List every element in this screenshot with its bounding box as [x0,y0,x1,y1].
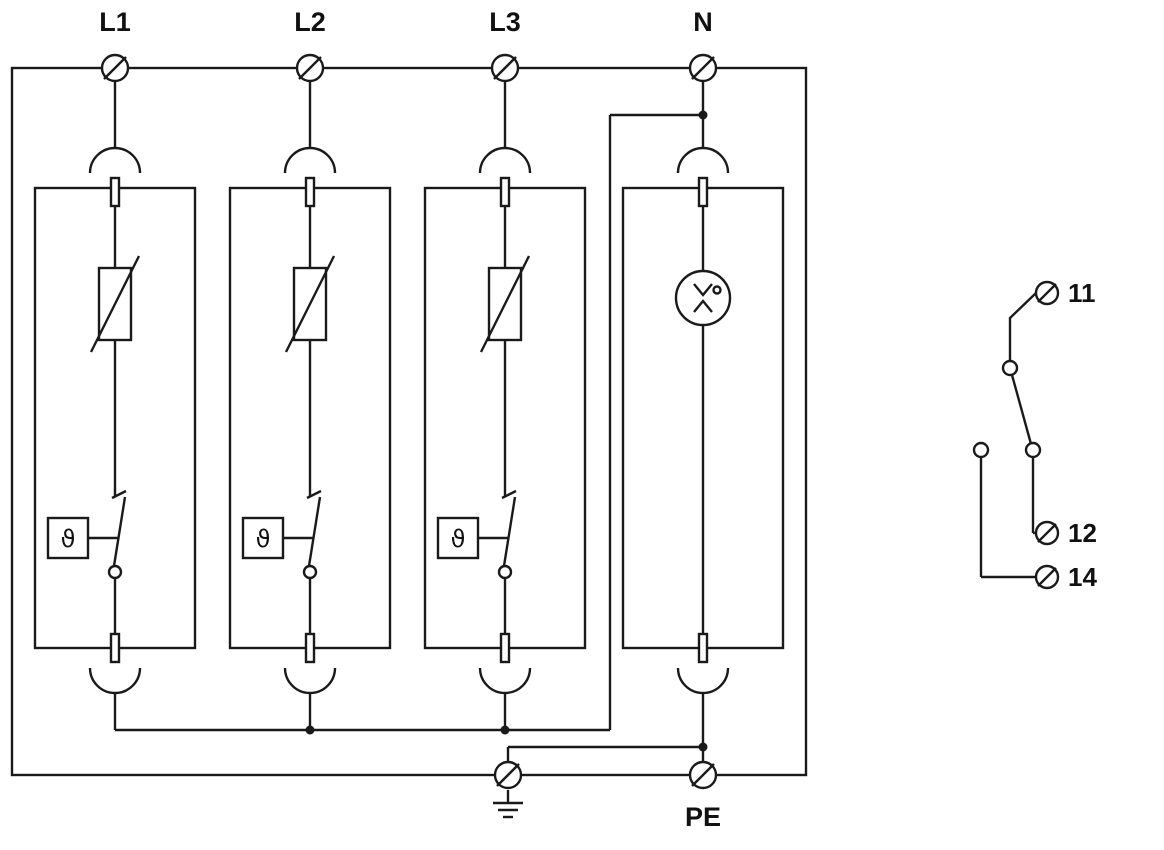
fuse-link-top-icon [697,176,709,208]
terminal-slash-icon [496,763,520,787]
terminal-slash-icon [1037,283,1057,303]
contact-point-icon [1001,359,1019,377]
plug-contact-arc-top-icon [676,146,730,174]
junction-dot [500,725,510,735]
wire-segment [1008,292,1037,361]
label-l2: L2 [294,7,326,37]
terminal-slash-icon [1037,523,1057,543]
label-n: N [693,7,713,37]
phase-branch-l1 [33,53,197,732]
terminal-slash-icon [691,763,715,787]
junction-dot [305,725,315,735]
junction-dot [698,742,708,752]
spark-gap-dot-icon [712,285,722,295]
label-pe: PE [685,802,721,832]
label-l1: L1 [99,7,131,37]
phase-branch-l2 [228,53,392,732]
phase-branch-l3 [423,53,587,732]
fuse-link-bottom-icon [697,632,709,664]
spark-gap-icon [674,269,732,327]
label-aux-12: 12 [1068,518,1097,548]
labels: L1 L2 L3 N PE 11 12 14 [99,7,1097,832]
label-aux-11: 11 [1068,278,1096,308]
terminal-slash-icon [691,56,715,80]
earth-ground-icon [493,790,523,819]
terminal-slash-icon [1037,567,1057,587]
label-l3: L3 [489,7,521,37]
contact-point-icon [1024,441,1042,459]
contact-point-icon [972,441,990,459]
junction-dot [698,110,708,120]
internal-bus-wiring [115,113,703,762]
plug-contact-arc-bottom-icon [676,667,730,695]
remote-signalling-contact [972,280,1060,590]
spark-gap-arrow-down-icon [693,283,713,297]
enclosure-outline [10,66,808,777]
label-aux-14: 14 [1068,562,1097,592]
neutral-branch [621,53,785,762]
bottom-terminals [493,760,718,819]
junction-dots [305,110,708,752]
changeover-blade-icon [1010,374,1033,445]
spark-gap-arrow-up-icon [693,299,713,313]
